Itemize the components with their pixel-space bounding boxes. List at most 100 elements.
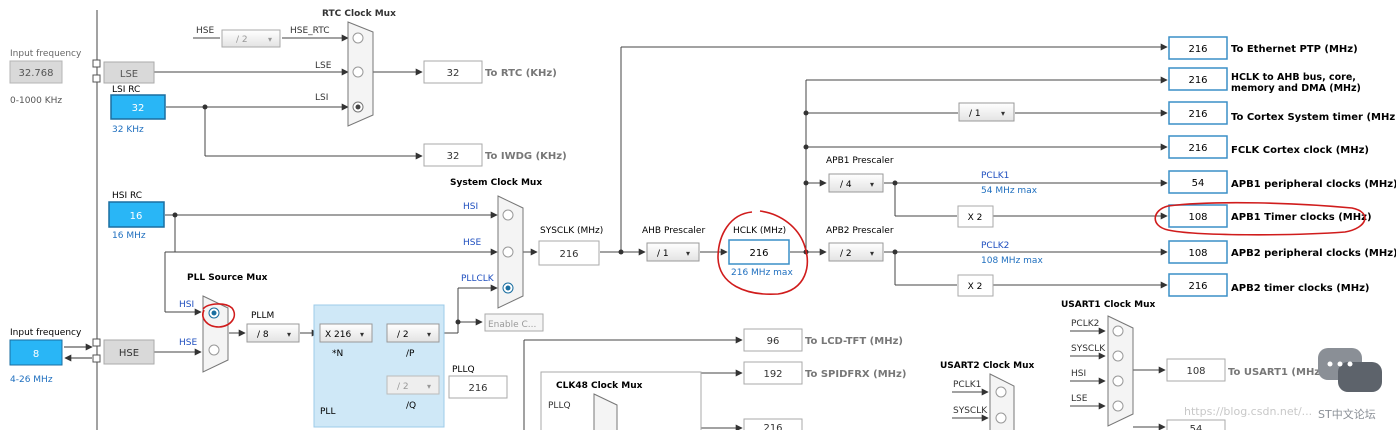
pll-n-select[interactable]	[319, 323, 373, 343]
pllm-select[interactable]	[246, 323, 300, 343]
rtc-mux-radio-lse[interactable]	[352, 66, 364, 78]
pll-p-select[interactable]	[386, 323, 440, 343]
range-bottom-label: 4-26 MHz	[10, 375, 53, 385]
cortex-output-value: 216	[1188, 109, 1207, 120]
bottom-output-box	[743, 418, 803, 430]
eth-output-value: 216	[1188, 44, 1207, 55]
sysclk-mux-hsi-label: HSI	[463, 202, 478, 212]
input-freq-bottom-field[interactable]	[9, 339, 63, 366]
ahb-output-value: 216	[1188, 75, 1207, 86]
usart2-radio-pclk1[interactable]	[995, 386, 1007, 398]
input-freq-bottom-value: 8	[33, 349, 39, 360]
clk48-panel	[540, 371, 702, 430]
apb1-timer-multiplier: X 2	[968, 213, 983, 223]
rtc-mux-radio-hse[interactable]	[352, 32, 364, 44]
apb2-output-value: 108	[1188, 248, 1207, 259]
bottom-right-output-box	[1166, 419, 1226, 430]
usart1-output-label: To USART1 (MHz)	[1228, 367, 1325, 378]
pclk2-label: PCLK2	[981, 241, 1009, 251]
lcd-output-box	[743, 328, 803, 352]
apb2-timer-multiplier-box	[957, 274, 994, 297]
lse-label: LSE	[120, 69, 138, 80]
lse-box	[103, 61, 155, 84]
usart1-hsi-label: HSI	[1071, 369, 1086, 379]
pll-source-mux-shape	[202, 295, 229, 373]
bottom-output-value: 216	[763, 423, 782, 430]
annotations	[202, 201, 1366, 328]
chevron-down-icon: ▾	[870, 249, 874, 258]
apb2-prescaler-select[interactable]	[828, 242, 884, 262]
usart1-sysclk-label: SYSCLK	[1071, 344, 1106, 354]
pllq-value: 216	[468, 383, 487, 394]
pll-source-radio-hse[interactable]	[208, 344, 220, 356]
pllm-value: / 8	[257, 330, 269, 340]
sysclk-mux-radio-hsi[interactable]	[502, 209, 514, 221]
pll-q-select[interactable]	[386, 375, 440, 395]
fclk-output-box	[1168, 135, 1228, 159]
rtc-output-box	[423, 60, 483, 84]
usart1-radio-lse[interactable]	[1112, 400, 1124, 412]
apb2-output-label: APB2 peripheral clocks (MHz)	[1231, 248, 1396, 259]
usart1-radio-hsi[interactable]	[1112, 375, 1124, 387]
rtc-lsi-input-label: LSI	[315, 93, 328, 103]
usart2-pclk1-label: PCLK1	[953, 380, 981, 390]
rtc-hse-divider-select[interactable]	[221, 29, 281, 48]
lcd-output-label: To LCD-TFT (MHz)	[805, 336, 903, 347]
sysclk-mux-hse-label: HSE	[463, 238, 481, 248]
hclk-value: 216	[749, 248, 768, 259]
pll-source-mux-title: PLL Source Mux	[187, 273, 268, 283]
pclk1-label: PCLK1	[981, 171, 1009, 181]
watermark-forum-name: ST中文论坛	[1318, 407, 1376, 421]
cortex-divider-select[interactable]	[958, 102, 1015, 122]
enable-css-button[interactable]	[484, 313, 544, 332]
hclk-label: HCLK (MHz)	[733, 226, 786, 236]
rail-ports	[92, 59, 101, 363]
apb1-prescaler-select[interactable]	[828, 173, 884, 193]
apb1-output-label: APB1 peripheral clocks (MHz)	[1231, 179, 1396, 190]
usart1-mux-title: USART1 Clock Mux	[1061, 300, 1156, 310]
apb2-prescaler-value: / 2	[840, 249, 852, 259]
sysclk-mux-pllclk-label: PLLCLK	[461, 274, 495, 284]
usart1-output-box	[1166, 358, 1226, 382]
pll-q-value: / 2	[397, 382, 409, 392]
lsi-khz-label: 32 KHz	[112, 125, 144, 135]
clk48-mux-title: CLK48 Clock Mux	[556, 381, 643, 391]
usart1-mux-shape	[1107, 315, 1134, 427]
pllm-label: PLLM	[251, 311, 274, 321]
usart1-radio-pclk2[interactable]	[1112, 325, 1124, 337]
usart1-lse-label: LSE	[1071, 394, 1088, 404]
pll-n-label: *N	[332, 349, 343, 359]
spdif-output-label: To SPIDFRX (MHz)	[805, 369, 906, 380]
hclk-field[interactable]	[728, 239, 790, 265]
apb1-output-value: 54	[1192, 178, 1205, 189]
usart1-radio-sysclk[interactable]	[1112, 350, 1124, 362]
apb2-timer-output-value: 216	[1188, 281, 1207, 292]
usart1-pclk2-label: PCLK2	[1071, 319, 1099, 329]
iwdg-output-value: 32	[447, 151, 460, 162]
input-freq-top-field[interactable]	[9, 60, 63, 84]
input-freq-top-value: 32.768	[19, 68, 54, 79]
ahb-prescaler-label: AHB Prescaler	[642, 226, 705, 236]
apb2-prescaler-label: APB2 Prescaler	[826, 226, 894, 236]
hse-rtc-label: HSE_RTC	[290, 26, 330, 36]
sysclk-box	[538, 240, 600, 266]
cortex-divider-value: / 1	[969, 109, 981, 119]
chevron-down-icon: ▾	[686, 249, 690, 258]
sysclk-mux-radio-hse[interactable]	[502, 246, 514, 258]
usart2-radio-sysclk[interactable]	[995, 412, 1007, 424]
ahb-prescaler-select[interactable]	[646, 242, 700, 262]
pll-n-value: X 216	[325, 330, 351, 340]
apb1-timer-multiplier-box	[957, 205, 994, 228]
pclk2-max-label: 108 MHz max	[981, 256, 1043, 266]
apb1-output-box	[1168, 170, 1228, 194]
hsi-rc-value: 16	[130, 211, 143, 222]
bottom-right-output-value: 54	[1190, 424, 1203, 430]
forum-logo-icon	[1318, 348, 1382, 392]
ahb-output-label-1: HCLK to AHB bus, core,	[1231, 72, 1356, 83]
hclk-max-label: 216 MHz max	[731, 268, 793, 278]
hclk-annotation-circle	[717, 210, 808, 295]
pllq-label: PLLQ	[452, 365, 475, 375]
clk48-pllq-label: PLLQ	[548, 401, 571, 411]
